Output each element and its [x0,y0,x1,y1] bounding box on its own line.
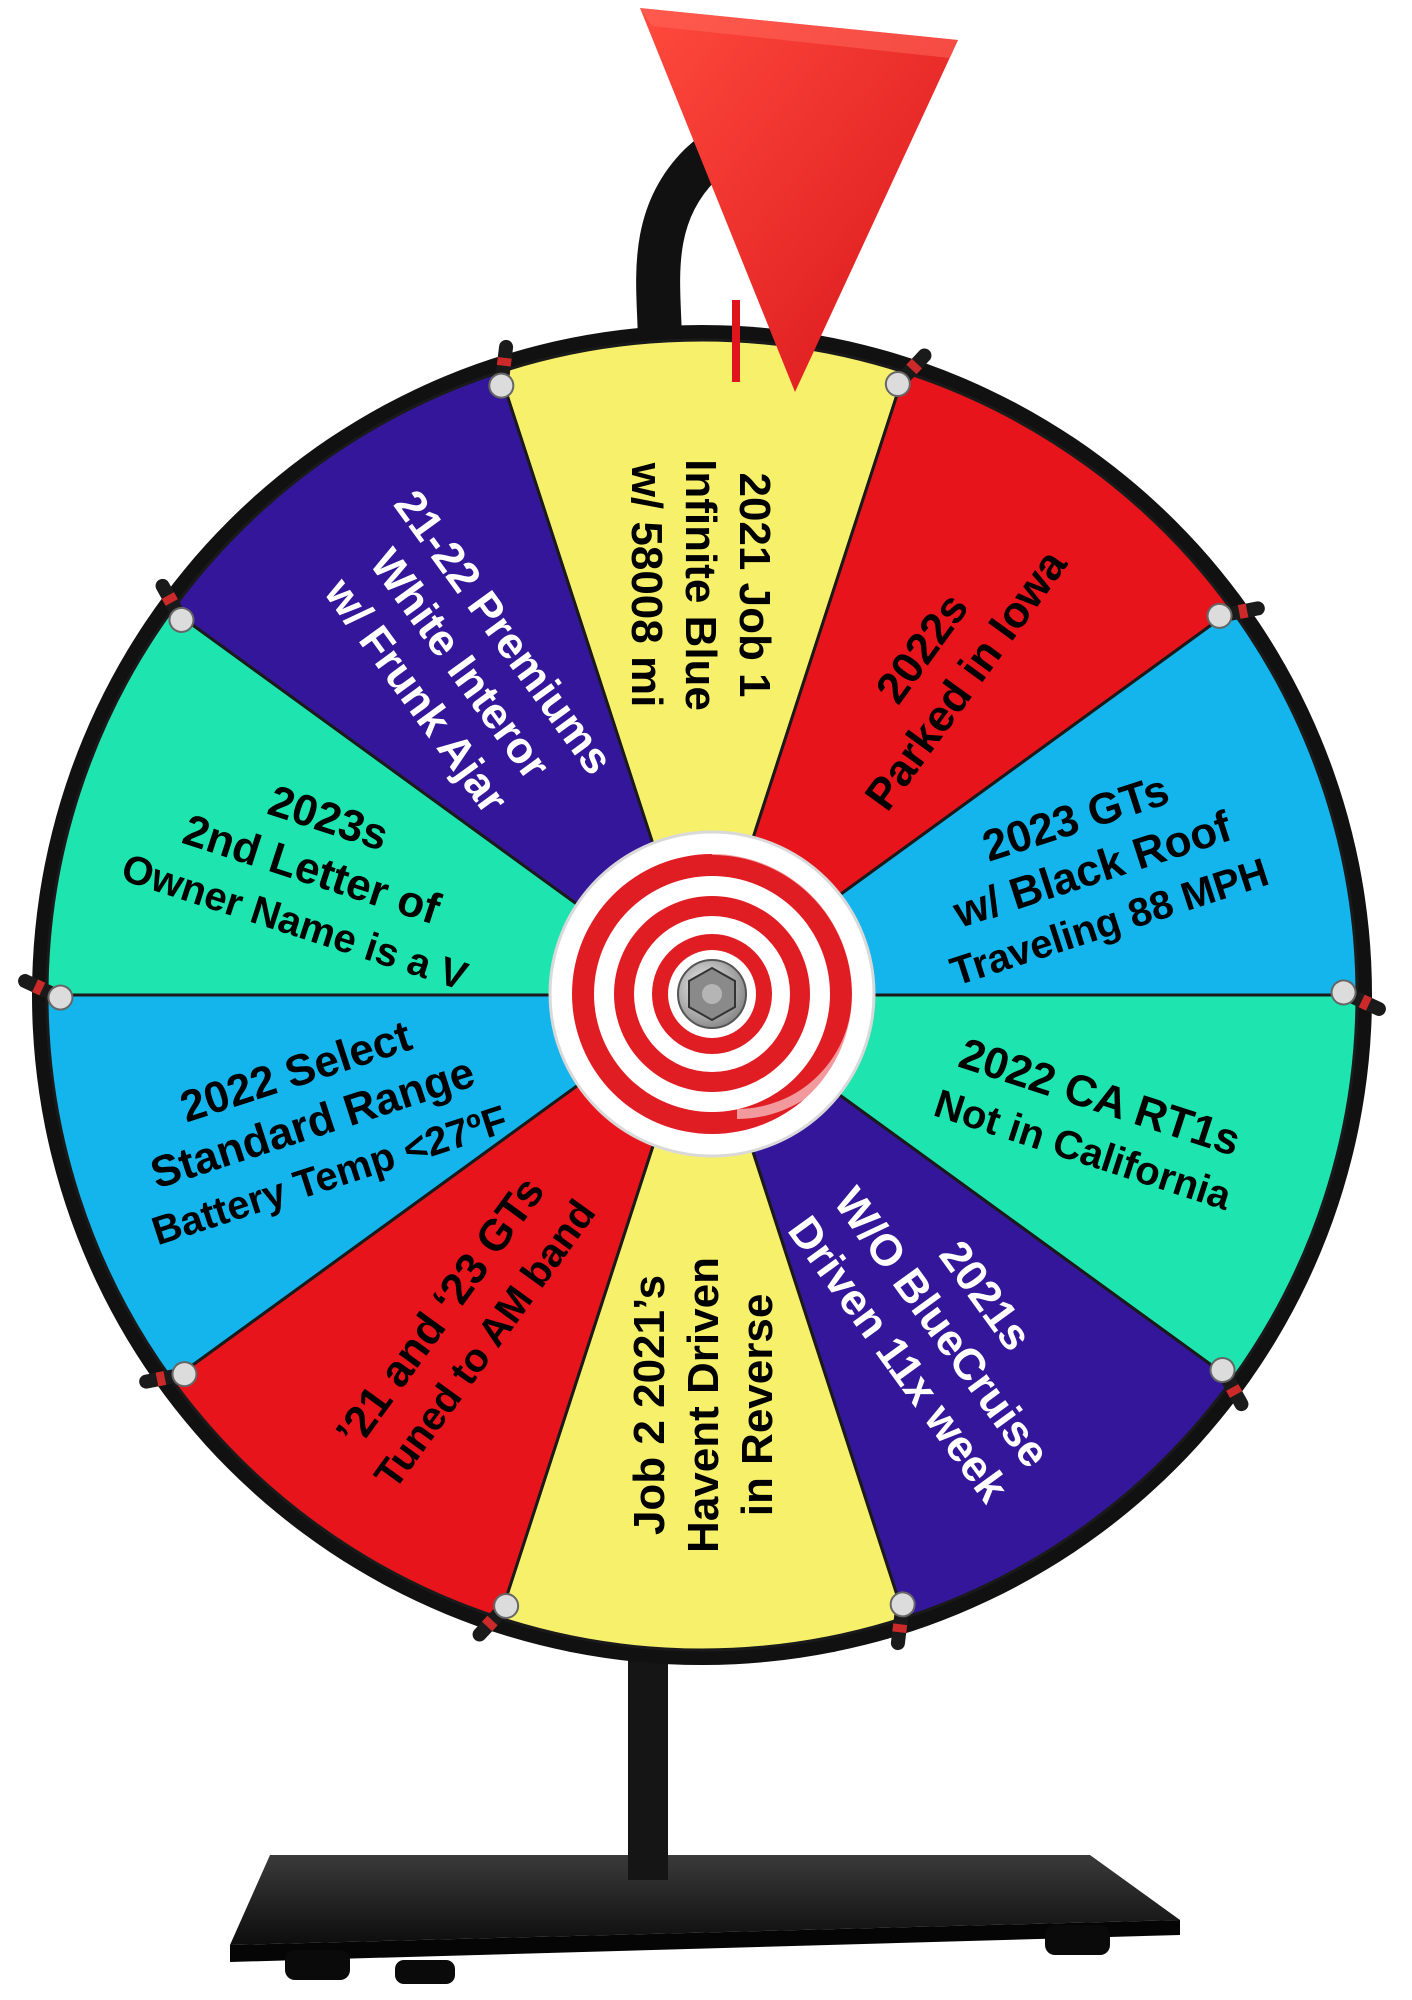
segment-label-line: w/ 58008 mi [622,462,671,708]
peg-icon [139,1361,198,1389]
wheel-segment [697,993,1359,1383]
wheel-segments [45,338,1359,1652]
peg-icon [884,348,932,398]
segment-label-line: Havent Driven [679,1257,728,1553]
segment-label-line: in Reverse [733,1294,782,1517]
peg-icon [155,578,195,633]
wheel-segment [699,370,1235,999]
wheel-segment [45,993,707,1383]
wheel-segment [169,370,705,999]
segment-label-line: 2021 Job 1 [730,472,779,697]
wheel-pegs [18,339,1386,1651]
peg-icon [18,974,74,1011]
peg-icon [488,339,515,399]
segment-label-line: Job 2 2021’s [625,1275,674,1535]
wheel-segment [169,991,705,1620]
wheel-segment [697,607,1359,997]
stand [230,98,1180,1984]
wheel-segment [497,990,907,1652]
peg-icon [1330,979,1386,1016]
wheel-segment [699,991,1235,1620]
wheel-segment [497,338,907,1000]
stand-base [230,1855,1180,1984]
peg-icon [472,1592,520,1642]
hex-bolt-icon [677,959,747,1029]
segment-label-line: Infinite Blue [676,459,725,711]
pointer-triangle-icon [640,8,958,392]
peg-icon [889,1591,916,1651]
peg-icon [1206,601,1265,629]
peg-icon [1209,1357,1249,1412]
wheel-segment [45,607,707,997]
